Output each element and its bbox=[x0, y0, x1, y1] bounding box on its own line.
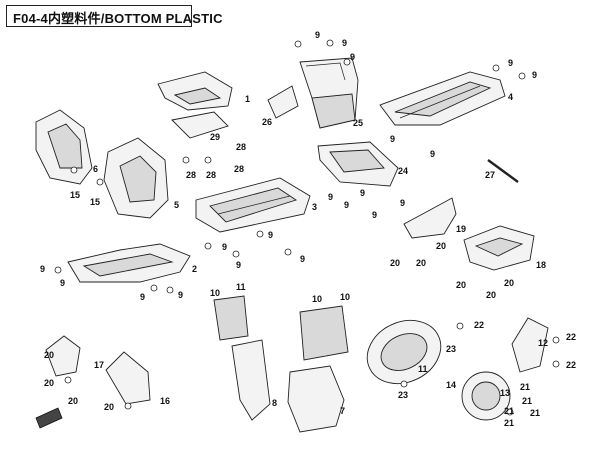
callout-label: 1 bbox=[245, 94, 250, 104]
part-bracket-19 bbox=[403, 197, 457, 239]
part-right-guard bbox=[103, 137, 169, 219]
callout-label: 28 bbox=[234, 164, 244, 174]
callout-label: 22 bbox=[474, 320, 484, 330]
callout-label: 9 bbox=[178, 290, 183, 300]
callout-label: 20 bbox=[44, 350, 54, 360]
callout-label: 9 bbox=[140, 292, 145, 302]
callout-label: 20 bbox=[390, 258, 400, 268]
part-left-fender bbox=[35, 109, 93, 185]
part-bracket-29 bbox=[171, 111, 229, 139]
fastener-set bbox=[54, 39, 560, 416]
callout-label: 21 bbox=[504, 406, 514, 416]
callout-label: 9 bbox=[390, 134, 395, 144]
part-floor-tray bbox=[379, 71, 506, 126]
callout-label: 23 bbox=[446, 344, 456, 354]
part-cover-18 bbox=[463, 225, 535, 271]
callout-label: 28 bbox=[206, 170, 216, 180]
callout-label: 9 bbox=[342, 38, 347, 48]
callout-label: 28 bbox=[186, 170, 196, 180]
callout-label: 9 bbox=[222, 242, 227, 252]
part-panel-26 bbox=[267, 85, 299, 119]
part-belly-pan bbox=[195, 177, 311, 233]
callout-label: 10 bbox=[210, 288, 220, 298]
callout-label: 9 bbox=[400, 198, 405, 208]
callout-label: 20 bbox=[44, 378, 54, 388]
callout-label: 9 bbox=[372, 210, 377, 220]
callout-label: 14 bbox=[446, 380, 456, 390]
callout-label: 18 bbox=[536, 260, 546, 270]
callout-label: 11 bbox=[236, 282, 246, 292]
callout-label: 9 bbox=[360, 188, 365, 198]
callout-label: 21 bbox=[522, 396, 532, 406]
callout-label: 15 bbox=[90, 197, 100, 207]
part-side-cover-7 bbox=[287, 305, 349, 433]
callout-label: 9 bbox=[344, 200, 349, 210]
callout-label: 9 bbox=[315, 30, 320, 40]
callout-label: 9 bbox=[268, 230, 273, 240]
callout-label: 19 bbox=[456, 224, 466, 234]
callout-label: 23 bbox=[398, 390, 408, 400]
callout-label: 27 bbox=[485, 170, 495, 180]
callout-label: 28 bbox=[236, 142, 246, 152]
callout-labels: 9 9 9 26 25 9 9 4 1 29 28 28 28 28 9 9 6… bbox=[40, 30, 576, 428]
callout-label: 20 bbox=[486, 290, 496, 300]
callout-label: 20 bbox=[436, 241, 446, 251]
part-skid-plate-24 bbox=[317, 141, 399, 187]
callout-label: 20 bbox=[504, 278, 514, 288]
part-lower-panel-2 bbox=[67, 243, 191, 283]
callout-label: 6 bbox=[93, 164, 98, 174]
callout-label: 9 bbox=[236, 260, 241, 270]
callout-label: 21 bbox=[530, 408, 540, 418]
title-box: F04-4内塑料件/BOTTOM PLASTIC bbox=[6, 5, 222, 27]
callout-label: 13 bbox=[500, 388, 510, 398]
callout-label: 21 bbox=[504, 418, 514, 428]
callout-label: 5 bbox=[174, 200, 179, 210]
part-cvt-cover bbox=[366, 319, 442, 385]
callout-label: 26 bbox=[262, 117, 272, 127]
callout-label: 25 bbox=[353, 118, 363, 128]
callout-label: 21 bbox=[520, 382, 530, 392]
callout-label: 11 bbox=[418, 364, 428, 374]
callout-label: 9 bbox=[350, 52, 355, 62]
callout-label: 20 bbox=[456, 280, 466, 290]
callout-label: 20 bbox=[104, 402, 114, 412]
part-side-panel-12 bbox=[511, 317, 549, 373]
part-storage-box bbox=[299, 57, 359, 129]
callout-label: 12 bbox=[538, 338, 548, 348]
part-strip-8 bbox=[213, 295, 271, 421]
callout-label: 17 bbox=[94, 360, 104, 370]
callout-label: 22 bbox=[566, 360, 576, 370]
part-bracket-16 bbox=[105, 351, 151, 405]
part-rod-27 bbox=[487, 159, 519, 183]
callout-label: 8 bbox=[272, 398, 277, 408]
callout-label: 16 bbox=[160, 396, 170, 406]
callout-label: 24 bbox=[398, 166, 408, 176]
callout-label: 9 bbox=[328, 192, 333, 202]
callout-label: 20 bbox=[68, 396, 78, 406]
callout-label: 9 bbox=[532, 70, 537, 80]
callout-label: 9 bbox=[508, 58, 513, 68]
callout-label: 9 bbox=[60, 278, 65, 288]
callout-label: 20 bbox=[416, 258, 426, 268]
callout-label: 22 bbox=[566, 332, 576, 342]
callout-label: 15 bbox=[70, 190, 80, 200]
callout-label: 10 bbox=[312, 294, 322, 304]
callout-label: 3 bbox=[312, 202, 317, 212]
callout-label: 4 bbox=[508, 92, 513, 102]
callout-label: 2 bbox=[192, 264, 197, 274]
part-bracket-17 bbox=[45, 335, 81, 377]
callout-label: 29 bbox=[210, 132, 220, 142]
callout-label: 10 bbox=[340, 292, 350, 302]
part-upper-cowl bbox=[157, 71, 233, 111]
diagram-title: F04-4内塑料件/BOTTOM PLASTIC bbox=[13, 11, 223, 26]
part-round-cover bbox=[461, 371, 511, 421]
callout-label: 9 bbox=[40, 264, 45, 274]
callout-label: 9 bbox=[300, 254, 305, 264]
part-tab-set bbox=[35, 407, 63, 429]
callout-label: 9 bbox=[430, 149, 435, 159]
callout-label: 7 bbox=[340, 406, 345, 416]
